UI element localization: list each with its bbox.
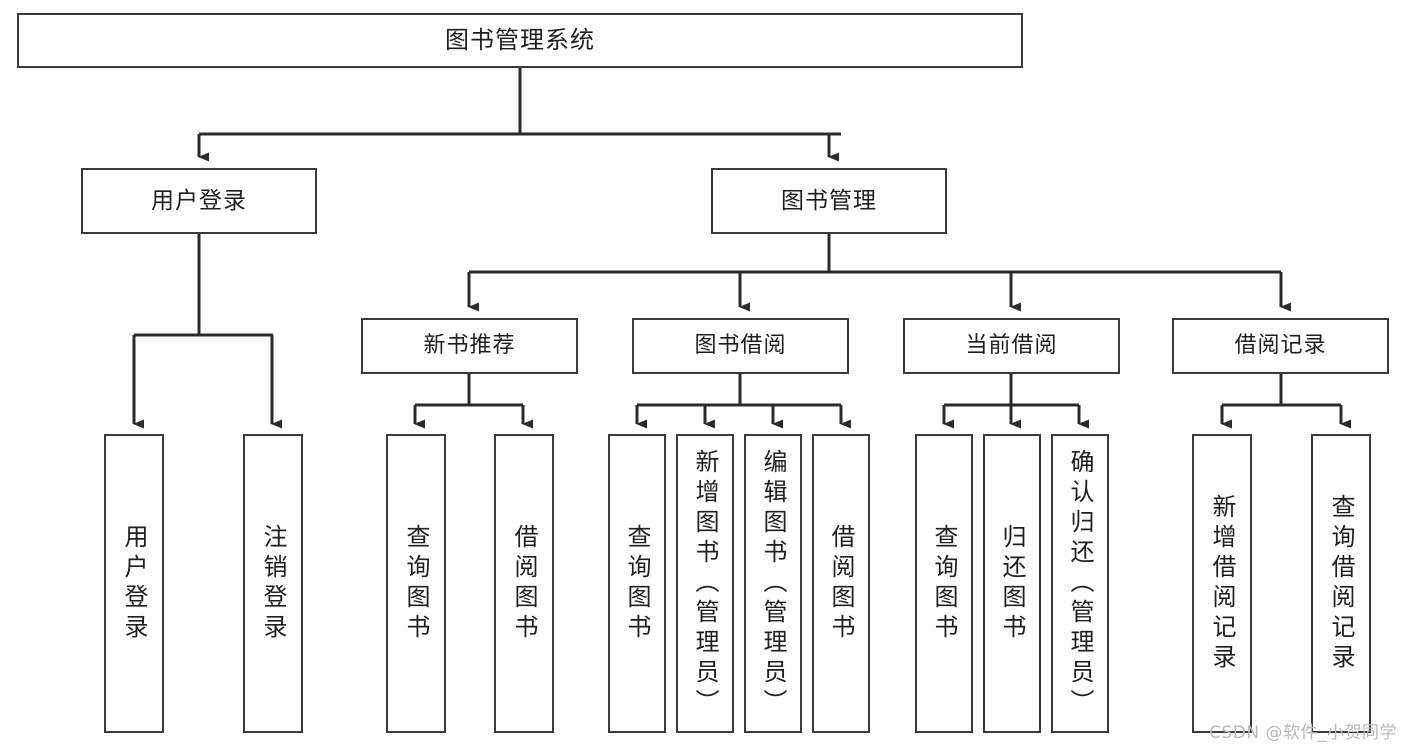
leaf-borrow-lend-book-label: 借阅图书 xyxy=(827,523,855,644)
leaf-borrow-add-book-admin-label: 新增图书（管理员） xyxy=(691,448,719,719)
node-book-borrow[interactable]: 图书借阅 xyxy=(632,318,849,374)
leaf-newbook-query-book[interactable]: 查询图书 xyxy=(386,434,446,733)
leaf-record-query-record-label: 查询借阅记录 xyxy=(1327,493,1355,674)
leaf-user-logout-label: 注销登录 xyxy=(259,523,287,644)
leaf-borrow-query-book[interactable]: 查询图书 xyxy=(608,434,666,733)
leaf-newbook-borrow-book[interactable]: 借阅图书 xyxy=(494,434,554,733)
node-new-book-recommend-label: 新书推荐 xyxy=(423,333,516,359)
leaf-current-query-book-label: 查询图书 xyxy=(930,523,958,644)
leaf-current-return-book[interactable]: 归还图书 xyxy=(983,434,1041,733)
node-current-borrow[interactable]: 当前借阅 xyxy=(903,318,1120,374)
node-book-management[interactable]: 图书管理 xyxy=(711,168,947,234)
leaf-user-login-label: 用户登录 xyxy=(120,523,148,644)
node-borrow-record[interactable]: 借阅记录 xyxy=(1172,318,1389,374)
leaf-newbook-query-book-label: 查询图书 xyxy=(402,523,430,644)
leaf-borrow-lend-book[interactable]: 借阅图书 xyxy=(812,434,870,733)
leaf-current-return-book-label: 归还图书 xyxy=(998,523,1026,644)
leaf-user-logout[interactable]: 注销登录 xyxy=(243,434,303,733)
leaf-newbook-borrow-book-label: 借阅图书 xyxy=(510,523,538,644)
csdn-watermark: CSDN @软件_小贺同学 xyxy=(1209,723,1397,743)
leaf-user-login[interactable]: 用户登录 xyxy=(104,434,164,733)
node-book-borrow-label: 图书借阅 xyxy=(694,333,787,359)
leaf-record-add-record[interactable]: 新增借阅记录 xyxy=(1192,434,1252,733)
leaf-record-query-record[interactable]: 查询借阅记录 xyxy=(1311,434,1371,733)
node-user-login[interactable]: 用户登录 xyxy=(81,168,317,234)
leaf-borrow-add-book-admin[interactable]: 新增图书（管理员） xyxy=(676,434,734,733)
leaf-current-confirm-return-admin-label: 确认归还（管理员） xyxy=(1066,448,1094,719)
node-user-login-label: 用户登录 xyxy=(151,187,247,214)
node-root-system[interactable]: 图书管理系统 xyxy=(17,13,1023,68)
leaf-borrow-edit-book-admin[interactable]: 编辑图书（管理员） xyxy=(744,434,802,733)
leaf-borrow-edit-book-admin-label: 编辑图书（管理员） xyxy=(759,448,787,719)
leaf-current-confirm-return-admin[interactable]: 确认归还（管理员） xyxy=(1051,434,1109,733)
leaf-record-add-record-label: 新增借阅记录 xyxy=(1208,493,1236,674)
node-new-book-recommend[interactable]: 新书推荐 xyxy=(361,318,578,374)
node-current-borrow-label: 当前借阅 xyxy=(965,333,1058,359)
leaf-borrow-query-book-label: 查询图书 xyxy=(623,523,651,644)
leaf-current-query-book[interactable]: 查询图书 xyxy=(915,434,973,733)
node-book-management-label: 图书管理 xyxy=(781,187,877,214)
node-root-system-label: 图书管理系统 xyxy=(445,25,595,54)
node-borrow-record-label: 借阅记录 xyxy=(1234,333,1327,359)
